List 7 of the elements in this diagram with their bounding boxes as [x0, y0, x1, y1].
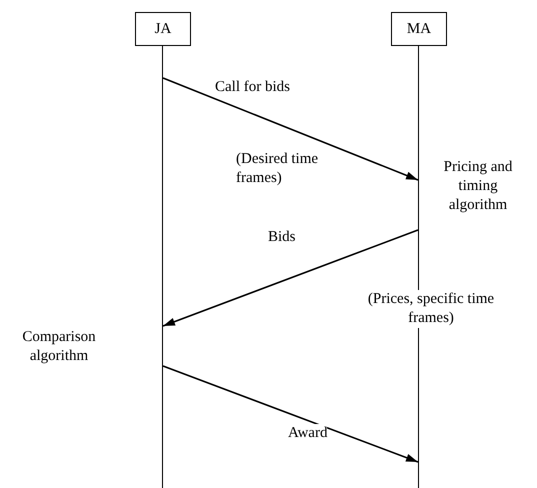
lifeline — [162, 46, 163, 488]
lifeline — [418, 46, 419, 488]
actor-box: MA — [391, 12, 447, 46]
arrow — [162, 229, 418, 327]
arrow — [162, 365, 418, 463]
arrow — [162, 77, 418, 181]
actor-box: JA — [135, 12, 191, 46]
